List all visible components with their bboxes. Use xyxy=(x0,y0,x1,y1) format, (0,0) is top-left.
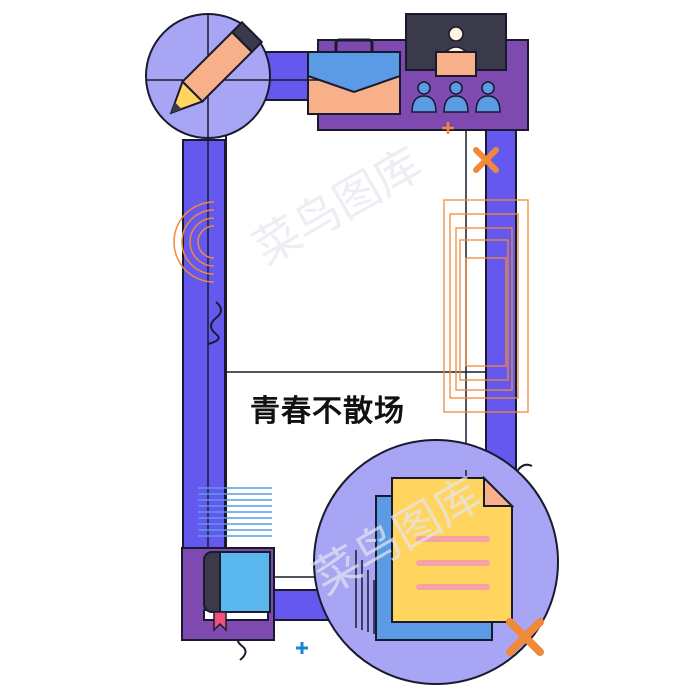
book-icon xyxy=(181,547,275,641)
cross-icon xyxy=(506,618,544,656)
striped-triangle xyxy=(355,550,375,634)
plus-icon xyxy=(442,122,454,134)
presenter-icon xyxy=(405,13,507,77)
orange-arcs xyxy=(173,201,215,283)
orange-rectangles xyxy=(443,199,529,413)
document-icon xyxy=(375,475,515,641)
blue-lines xyxy=(198,487,272,537)
audience-icon xyxy=(411,81,501,113)
cross-icon xyxy=(473,147,499,173)
plus-icon xyxy=(296,642,308,654)
pencil-icon xyxy=(169,20,264,115)
briefcase-icon xyxy=(307,38,401,115)
caption-text: 青春不散场 xyxy=(250,394,405,429)
